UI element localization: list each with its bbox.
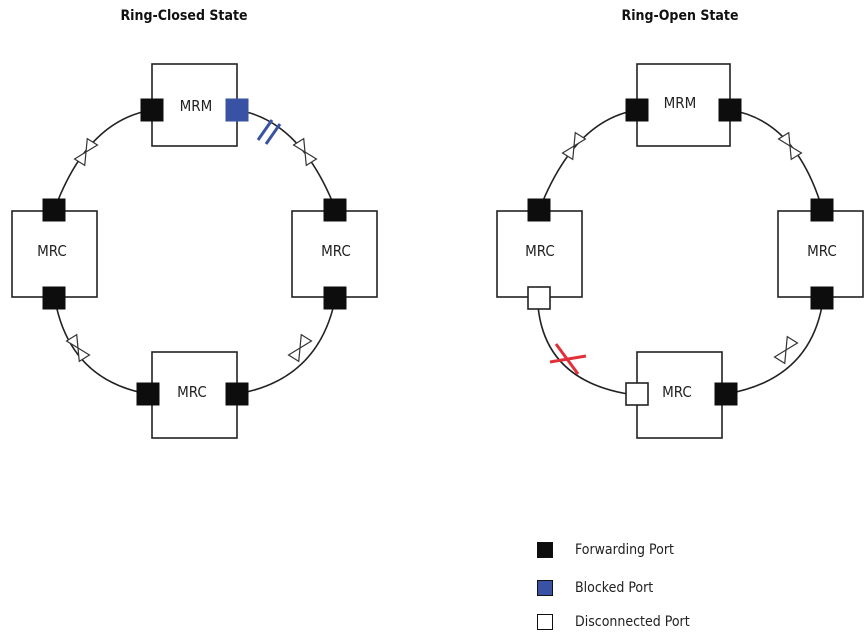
forwarding-port-swatch	[537, 542, 553, 558]
forwarding-port	[625, 98, 649, 122]
disconnected-port	[625, 382, 649, 406]
mrm-node	[636, 63, 731, 147]
forwarding-port	[810, 198, 834, 222]
mrc-node-right-label: MRC	[321, 242, 351, 260]
mrc-node-left	[496, 210, 583, 298]
link-mrm-to-right-mrc	[729, 109, 823, 209]
legend-label-blocked: Blocked Port	[575, 580, 654, 596]
ring-closed-title: Ring-Closed State	[120, 8, 248, 24]
blocked-port	[225, 98, 249, 122]
blocked-port-swatch	[537, 580, 553, 596]
disconnected-port-swatch	[537, 614, 553, 630]
forwarding-port	[810, 286, 834, 310]
mrc-node-bottom-label: MRC	[177, 383, 207, 401]
mrc-node-left-label: MRC	[525, 242, 555, 260]
mrc-node-bottom-label: MRC	[662, 383, 692, 401]
link-mrm-to-right-mrc	[236, 109, 336, 209]
disconnected-port	[527, 286, 551, 310]
forwarding-port	[323, 198, 347, 222]
mrc-node-right-label: MRC	[807, 242, 837, 260]
connector-arrow-icon	[777, 132, 803, 160]
connector-arrow-icon	[561, 132, 587, 160]
forwarding-port	[42, 286, 66, 310]
ring-closed-diagram: MRM MRC MRC MRC	[11, 63, 378, 439]
legend-item-disconnected: Disconnected Port	[537, 614, 690, 630]
forwarding-port	[527, 198, 551, 222]
link-break-mark-icon	[549, 343, 587, 375]
legend-item-blocked: Blocked Port	[537, 580, 653, 596]
legend-label-forwarding: Forwarding Port	[575, 542, 674, 558]
link-left-mrc-to-bottom-mrc	[537, 305, 629, 395]
forwarding-port	[718, 98, 742, 122]
mrm-node-label: MRM	[180, 97, 213, 115]
link-right-mrc-to-bottom-mrc	[725, 305, 823, 395]
mrc-node-right	[777, 210, 864, 298]
forwarding-port	[42, 198, 66, 222]
forwarding-port	[136, 382, 160, 406]
connector-arrow-icon	[292, 138, 318, 166]
connector-arrow-icon	[73, 138, 99, 166]
blocked-link-mark-icon	[256, 119, 282, 145]
link-mrm-to-left-mrc	[539, 109, 638, 209]
forwarding-port	[714, 382, 738, 406]
mrc-node-right	[291, 210, 378, 298]
link-left-mrc-to-bottom-mrc	[54, 299, 149, 395]
mrm-node	[151, 63, 238, 147]
connector-arrow-icon	[65, 334, 91, 362]
forwarding-port	[225, 382, 249, 406]
forwarding-port	[323, 286, 347, 310]
connector-arrow-icon	[773, 336, 799, 364]
mrm-node-label: MRM	[664, 94, 697, 112]
forwarding-port	[140, 98, 164, 122]
link-mrm-to-left-mrc	[54, 109, 153, 209]
link-right-mrc-to-bottom-mrc	[236, 299, 336, 395]
legend-item-forwarding: Forwarding Port	[537, 542, 674, 558]
mrc-node-left-label: MRC	[37, 242, 67, 260]
legend-label-disconnected: Disconnected Port	[575, 614, 690, 630]
ring-open-diagram: MRM MRC MRC MRC	[496, 63, 864, 439]
ring-open-title: Ring-Open State	[621, 8, 739, 24]
